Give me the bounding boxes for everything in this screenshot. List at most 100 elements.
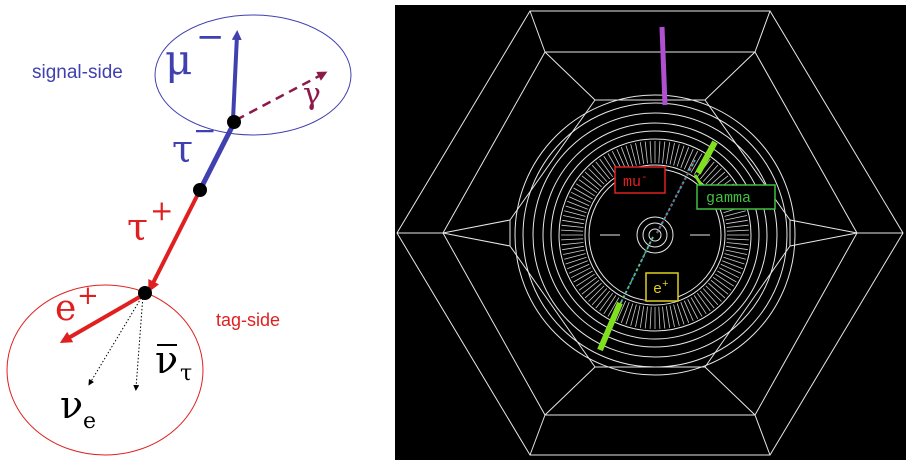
- calorimeter-cell: [561, 229, 584, 232]
- calorimeter-cell: [563, 215, 585, 221]
- calorimeter-ring: [561, 141, 749, 329]
- calorimeter-cell: [658, 141, 661, 164]
- calorimeter-cell: [669, 143, 675, 165]
- calorimeter-cell: [591, 164, 608, 182]
- svg-text:gamma: gamma: [706, 190, 751, 207]
- svg-text:+: +: [77, 281, 99, 311]
- calorimeter-cell: [726, 242, 749, 246]
- calorimeter-cell: [719, 267, 739, 279]
- tau-plus-label: τ +: [127, 194, 173, 249]
- tag-vertex: [138, 286, 152, 300]
- calorimeter-cell: [635, 305, 641, 327]
- decay-diagram: signal-side tag-side μ − γ τ − τ + e + ν…: [6, 14, 352, 456]
- calorimeter-cell: [584, 282, 602, 299]
- calorimeter-cell: [699, 290, 715, 309]
- calorimeter-cell: [669, 305, 675, 327]
- calorimeter-cell: [726, 229, 749, 232]
- svg-text:τ: τ: [180, 361, 192, 386]
- calorimeter-cell: [578, 276, 598, 291]
- svg-text:μ: μ: [165, 35, 192, 84]
- mu-label-box: mu-: [614, 166, 666, 194]
- calorimeter-cell: [581, 175, 600, 191]
- calorimeter-cell: [699, 161, 715, 180]
- calorimeter-cell: [680, 147, 690, 168]
- calorimeter-cell: [565, 256, 587, 265]
- mu-minus-label: μ −: [165, 17, 225, 84]
- calorimeter-cell: [630, 144, 637, 166]
- calorimeter-cell: [639, 142, 645, 164]
- svg-text:−: −: [196, 17, 225, 57]
- calorimeter-cell: [690, 297, 703, 317]
- calorimeter-cell: [705, 285, 722, 302]
- calorimeter-cell: [644, 141, 648, 164]
- event-display-background: [395, 5, 906, 460]
- calorimeter-cell: [725, 215, 747, 221]
- calorimeter-cell: [687, 151, 699, 171]
- calorimeter-cell: [573, 270, 593, 283]
- calorimeter-cell: [561, 242, 584, 246]
- calorimeter-cell: [568, 196, 590, 207]
- calorimeter-cell: [708, 282, 726, 299]
- calorimeter-cell: [687, 299, 699, 319]
- calorimeter-cell: [603, 155, 617, 175]
- calorimeter-cell: [568, 263, 590, 274]
- calorimeter-cell: [563, 249, 585, 255]
- svg-text:mu-: mu-: [623, 172, 648, 191]
- calorimeter-cell: [673, 304, 680, 326]
- calorimeter-cell: [561, 224, 584, 228]
- svg-text:e: e: [83, 409, 96, 434]
- production-vertex: [193, 183, 207, 197]
- purple-hit: [659, 26, 668, 106]
- calorimeter-cell: [683, 300, 694, 322]
- nu-tau-label: ν τ: [155, 338, 192, 386]
- calorimeter-cell: [591, 288, 608, 306]
- calorimeter-cell: [588, 285, 605, 302]
- calorimeter-cell: [712, 276, 732, 291]
- gamma-track: [235, 71, 328, 122]
- signal-side-label: signal-side: [32, 62, 123, 83]
- calorimeter-cell: [665, 142, 671, 164]
- gamma-label-box: gamma: [696, 184, 776, 210]
- calorimeter-cell: [690, 153, 703, 173]
- tag-side-label: tag-side: [216, 310, 280, 330]
- svg-text:e+: e+: [653, 279, 669, 298]
- green-hit-lower: [597, 301, 623, 352]
- calorimeter-cell: [662, 141, 666, 164]
- calorimeter-cell: [726, 245, 748, 251]
- calorimeter-cell: [717, 270, 737, 283]
- signal-vertex: [227, 115, 241, 129]
- svg-text:ν: ν: [60, 383, 83, 427]
- svg-text:τ: τ: [172, 127, 193, 171]
- calorimeter-cell: [571, 267, 591, 279]
- detector-rings: [514, 94, 796, 376]
- calorimeter-cell: [599, 292, 614, 312]
- calorimeter-cell: [635, 143, 641, 165]
- calorimeter-cell: [603, 295, 617, 315]
- calorimeter-cell: [567, 260, 588, 270]
- calorimeter-cell: [665, 306, 671, 328]
- calorimeter-cell: [662, 306, 666, 329]
- signal-side-ellipse: [154, 14, 352, 136]
- calorimeter-cell: [578, 179, 598, 194]
- event-display: mu- gamma e+: [395, 5, 906, 460]
- calorimeter-cell: [573, 187, 593, 200]
- e-plus-label: e +: [55, 281, 99, 329]
- calorimeter-cell: [673, 144, 680, 166]
- gamma-label: γ: [303, 77, 321, 112]
- mu-minus-track: [231, 30, 242, 121]
- calorimeter-cell: [575, 273, 595, 287]
- calorimeter-cell: [649, 306, 652, 329]
- calorimeter-cell: [705, 168, 722, 185]
- tau-plus-track: [148, 189, 202, 293]
- calorimeter-cell: [564, 253, 586, 260]
- calorimeter-cell: [564, 210, 586, 217]
- calorimeter-cell: [584, 171, 602, 188]
- calorimeter-cell: [607, 297, 620, 317]
- calorimeter-cell: [616, 148, 627, 170]
- calorimeter-cell: [725, 249, 747, 255]
- calorimeter-cell: [571, 191, 591, 203]
- calorimeter-cell: [561, 238, 584, 241]
- calorimeter-cell: [562, 219, 584, 225]
- calorimeter-cell: [616, 300, 627, 322]
- e-label-box: e+: [645, 272, 679, 302]
